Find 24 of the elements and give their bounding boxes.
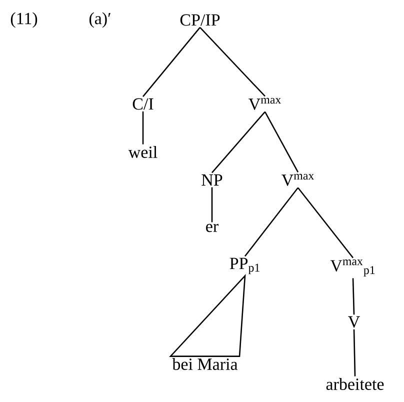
branch-line	[200, 26, 266, 97]
tree-label: bei Maria	[172, 358, 238, 370]
tree-label: C/I	[132, 98, 154, 110]
branch-line	[142, 111, 144, 144]
branch-line	[352, 278, 355, 315]
tree-label: weil	[128, 146, 158, 158]
branch-line	[211, 187, 213, 222]
branch-line	[142, 27, 200, 97]
branch-line	[264, 111, 299, 173]
branch-line	[353, 329, 356, 376]
tree-label: NP	[202, 174, 222, 186]
example-number: (11)	[10, 12, 38, 28]
example-number: (a)′	[89, 12, 110, 28]
branch-line	[244, 187, 299, 257]
tree-label: V$^{max}$	[248, 98, 281, 110]
branch-line	[298, 187, 354, 258]
tree-label: V	[348, 316, 360, 328]
tree-label: er	[206, 224, 218, 232]
tree-label: PP$_{p1}$	[230, 258, 260, 274]
tree-label: CP/IP	[180, 14, 220, 26]
tree-label: V$^{max}$	[282, 174, 314, 186]
tree-label: V$^{max}$p1	[330, 260, 375, 276]
tree-label: arbeitete	[326, 378, 384, 390]
branch-line	[212, 111, 266, 174]
